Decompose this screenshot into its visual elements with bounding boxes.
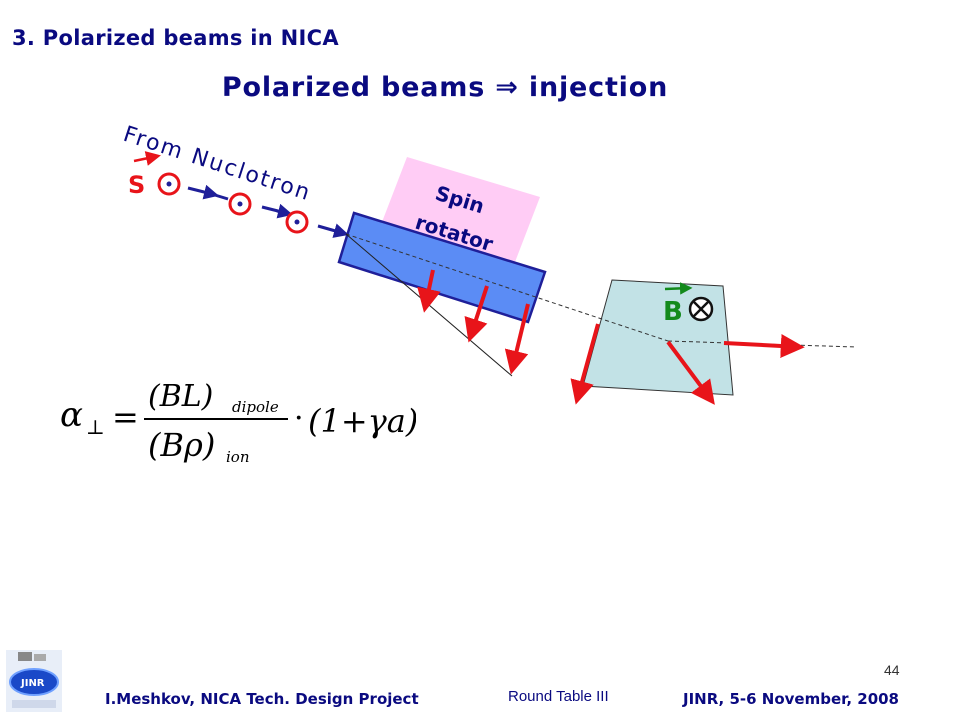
beam-trajectory-dashed: [345, 233, 669, 342]
spin-symbol: S: [128, 171, 145, 199]
formula-dot: ·: [294, 401, 304, 436]
formula-denominator-subscript: ion: [226, 448, 250, 466]
footer-event: Round Table III: [508, 688, 609, 705]
jinr-logo-text: JINR: [20, 678, 45, 689]
spin-vector-arrow: [133, 151, 161, 166]
field-vector-arrow: [664, 282, 693, 295]
formula-denominator: (Bρ): [148, 426, 215, 464]
formula-perp: ⊥: [86, 415, 105, 439]
slide-title: Polarized beams ⇒ injection: [221, 72, 669, 103]
section-title: 3. Polarized beams in NICA: [12, 26, 339, 50]
jinr-logo: JINR: [6, 650, 62, 712]
formula-equals: =: [112, 398, 139, 436]
formula-factor: (1+γa): [308, 402, 416, 440]
spin-rotator: [337, 211, 547, 324]
rotation-angle-formula: α ⊥ = (BL) dipole (Bρ) ion · (1+γa): [60, 379, 416, 466]
formula-numerator: (BL): [148, 379, 213, 414]
dipole-magnet: [582, 279, 734, 396]
field-into-page-icon: [688, 296, 714, 322]
particle-3: [285, 210, 309, 234]
particle-1: [157, 172, 181, 196]
dipole-spin-vectors: [570, 323, 805, 405]
field-symbol: B: [663, 297, 683, 327]
particle-2: [228, 192, 252, 216]
formula-alpha: α: [60, 395, 83, 435]
footer-venue-date: JINR, 5-6 November, 2008: [683, 690, 899, 708]
from-nuclotron-label: From Nuclotron: [120, 122, 314, 206]
footer-author: I.Meshkov, NICA Tech. Design Project: [105, 690, 419, 708]
formula-numerator-subscript: dipole: [232, 398, 279, 416]
page-number: 44: [884, 662, 900, 678]
rotated-spin-vectors: [417, 269, 530, 375]
